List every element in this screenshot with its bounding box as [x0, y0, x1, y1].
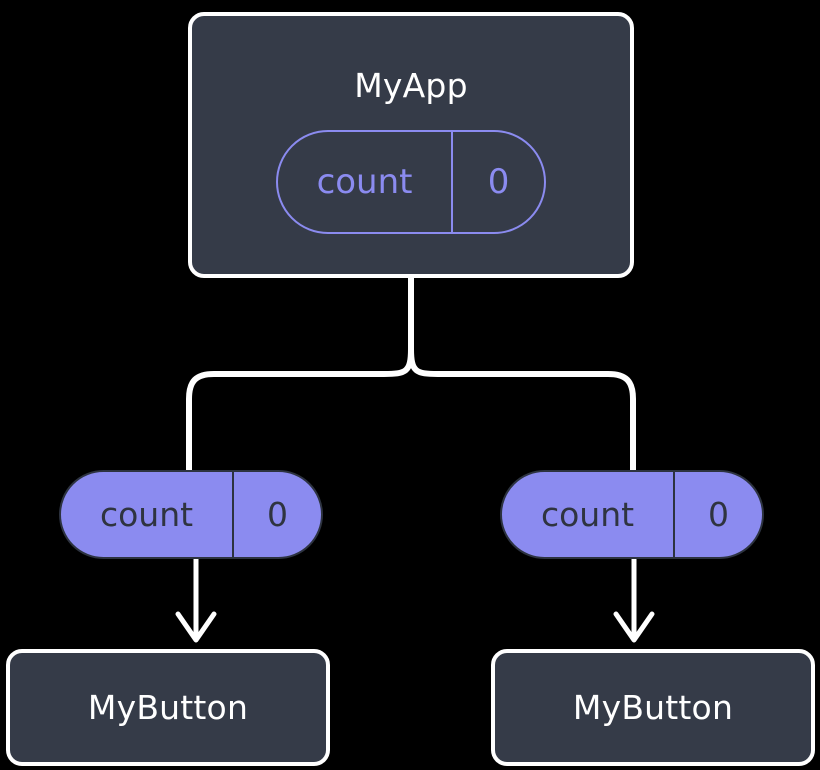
root-fork-connector: [186, 275, 636, 473]
state-pill-child-right-value: 0: [673, 472, 762, 557]
state-pill-myapp-key: count: [316, 162, 413, 202]
state-pill-child-left-key: count: [99, 495, 194, 534]
node-mybutton-right[interactable]: MyButton: [491, 649, 815, 766]
state-pill-child-right[interactable]: count 0: [500, 470, 764, 559]
arrow-right: [613, 559, 655, 643]
arrow-right-head: [613, 611, 655, 643]
state-pill-child-right-key: count: [540, 495, 635, 534]
arrow-left-head: [175, 611, 217, 643]
arrow-left: [175, 559, 217, 643]
state-pill-myapp[interactable]: count 0: [276, 130, 546, 234]
state-pill-child-left[interactable]: count 0: [59, 470, 323, 559]
node-mybutton-left-label: MyButton: [87, 688, 249, 727]
node-myapp-label: MyApp: [354, 66, 468, 105]
node-mybutton-left[interactable]: MyButton: [6, 649, 330, 766]
state-pill-child-left-value: 0: [232, 472, 321, 557]
node-mybutton-right-label: MyButton: [572, 688, 734, 727]
state-pill-myapp-value: 0: [451, 132, 544, 232]
